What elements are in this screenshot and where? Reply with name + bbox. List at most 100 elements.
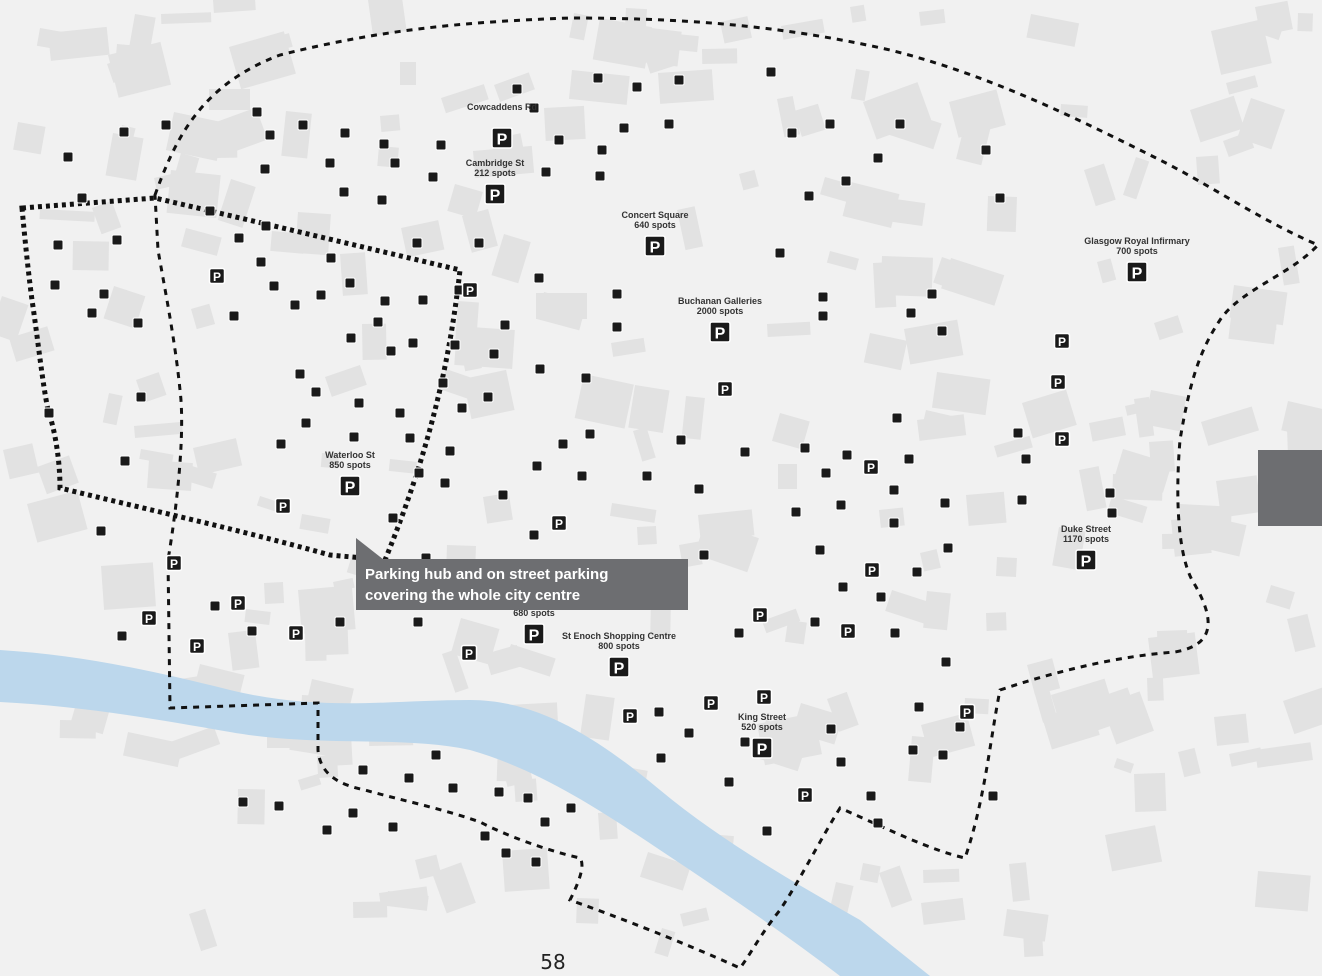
street-block <box>1265 585 1295 610</box>
street-block <box>181 227 222 256</box>
on-street-parking-icon <box>204 205 216 217</box>
street-block <box>1178 747 1201 778</box>
street-block <box>820 176 881 211</box>
parking-marker-icon: P <box>188 637 206 655</box>
on-street-parking-icon <box>379 295 391 307</box>
on-street-parking-icon <box>98 288 110 300</box>
parking-hub-spots: 680 spots <box>513 608 555 618</box>
svg-text:P: P <box>1132 265 1143 282</box>
street-block <box>922 868 960 883</box>
on-street-parking-icon <box>387 512 399 524</box>
on-street-parking-icon <box>937 749 949 761</box>
svg-text:P: P <box>844 625 852 639</box>
svg-text:P: P <box>1058 335 1066 349</box>
on-street-parking-icon <box>376 194 388 206</box>
parking-marker-icon: P <box>1049 373 1067 391</box>
street-block <box>623 7 647 49</box>
parking-hub-spots: 2000 spots <box>697 306 744 316</box>
on-street-parking-icon <box>497 489 509 501</box>
street-block <box>1088 416 1127 442</box>
street-block <box>340 252 368 296</box>
parking-marker-icon: P <box>716 380 734 398</box>
on-street-parking-icon <box>325 252 337 264</box>
street-block <box>353 901 388 918</box>
svg-text:P: P <box>801 789 809 803</box>
street-block <box>113 125 136 164</box>
street-block <box>885 590 935 625</box>
on-street-parking-icon <box>437 377 449 389</box>
street-block <box>681 396 705 440</box>
on-street-parking-icon <box>411 237 423 249</box>
parking-marker-icon: P <box>461 281 479 299</box>
on-street-parking-icon <box>913 701 925 713</box>
svg-text:P: P <box>465 647 473 661</box>
parking-hub-icon: P <box>709 321 731 343</box>
on-street-parking-icon <box>321 824 333 836</box>
street-block <box>281 111 312 159</box>
on-street-parking-icon <box>119 455 131 467</box>
parking-hub-icon: P <box>1075 549 1097 571</box>
street-block <box>1214 713 1249 746</box>
on-street-parking-icon <box>338 186 350 198</box>
street-block <box>986 195 1017 232</box>
street-block <box>482 492 513 524</box>
on-street-parking-icon <box>872 152 884 164</box>
on-street-parking-icon <box>439 477 451 489</box>
on-street-parking-icon <box>297 119 309 131</box>
street-block <box>123 731 183 768</box>
on-street-parking-icon <box>160 119 172 131</box>
on-street-parking-icon <box>233 232 245 244</box>
on-street-parking-icon <box>522 792 534 804</box>
parking-marker-icon: P <box>165 554 183 572</box>
on-street-parking-icon <box>427 171 439 183</box>
svg-text:P: P <box>193 640 201 654</box>
street-block <box>1200 406 1259 446</box>
on-street-parking-icon <box>488 348 500 360</box>
on-street-parking-icon <box>596 144 608 156</box>
svg-text:P: P <box>213 270 221 284</box>
on-street-parking-icon <box>942 542 954 554</box>
street-block <box>702 48 738 64</box>
on-street-parking-icon <box>1104 487 1116 499</box>
on-street-parking-icon <box>837 581 849 593</box>
street-block <box>654 928 676 957</box>
parking-hub-name: Cambridge St <box>466 158 525 168</box>
street-block <box>680 907 710 927</box>
parking-hub-icon: P <box>491 127 513 149</box>
street-block <box>1026 13 1080 47</box>
street-block <box>39 208 95 222</box>
street-block <box>432 862 476 914</box>
street-block <box>827 691 859 732</box>
on-street-parking-icon <box>698 549 710 561</box>
on-street-parking-icon <box>493 786 505 798</box>
on-street-parking-icon <box>403 772 415 784</box>
parking-marker-icon: P <box>274 497 292 515</box>
street-block <box>37 455 79 495</box>
street-block <box>299 514 331 534</box>
svg-text:P: P <box>650 239 661 256</box>
street-block <box>26 490 88 543</box>
on-street-parking-icon <box>111 234 123 246</box>
street-block <box>1105 825 1163 872</box>
on-street-parking-icon <box>417 294 429 306</box>
on-street-parking-icon <box>435 139 447 151</box>
street-block <box>920 549 941 572</box>
on-street-parking-icon <box>209 600 221 612</box>
svg-text:P: P <box>715 325 726 342</box>
street-block <box>2 443 39 480</box>
parking-callout: Parking hub and on street parking coveri… <box>356 559 688 610</box>
on-street-parking-icon <box>345 332 357 344</box>
street-block <box>1229 747 1264 767</box>
parking-hub-name: Waterloo St <box>325 450 375 460</box>
street-block <box>108 41 172 98</box>
parking-marker-icon: P <box>755 688 773 706</box>
svg-text:P: P <box>1054 376 1062 390</box>
street-block <box>1084 163 1116 207</box>
parking-marker-icon: P <box>208 267 226 285</box>
on-street-parking-icon <box>618 122 630 134</box>
on-street-parking-markers <box>43 66 1118 868</box>
on-street-parking-icon <box>339 127 351 139</box>
street-block <box>919 8 946 26</box>
on-street-parking-icon <box>511 83 523 95</box>
